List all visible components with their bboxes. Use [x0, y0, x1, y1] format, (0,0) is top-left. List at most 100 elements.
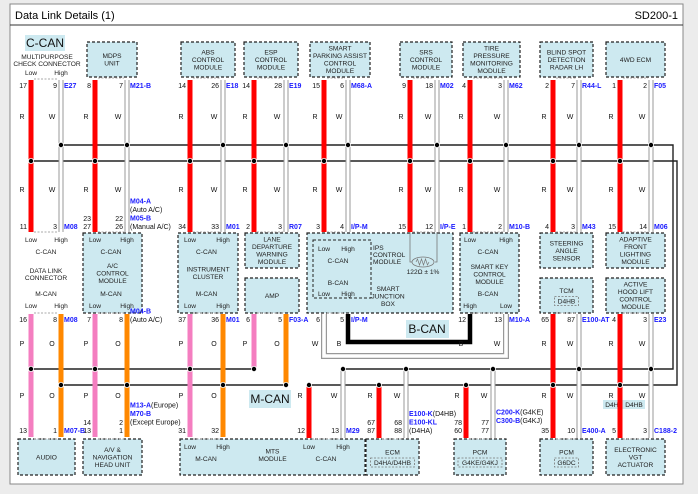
afls-label-line: ADAPTIVE — [619, 237, 652, 244]
splice-junction — [339, 365, 346, 372]
module-ecm — [365, 438, 420, 476]
wire-color-code: R — [608, 341, 613, 348]
ecm-variant-box — [370, 457, 415, 468]
skm-high-label: High — [499, 237, 513, 244]
ldws-label-line: MODULE — [258, 259, 287, 266]
dlc-label-line: CONNECTOR — [25, 275, 68, 282]
connector-id-line: F05 — [654, 83, 666, 90]
vgt-variant-tag-label: D4HB — [625, 402, 643, 409]
sjb-label-line: JUNCTION — [371, 294, 405, 301]
connector-id-line: E27 — [64, 83, 77, 90]
pin-number: 1 — [612, 83, 616, 90]
abs-label-line: MODULE — [194, 64, 223, 71]
skm-high-label: High — [463, 303, 477, 310]
connector-code: R44-L — [582, 83, 602, 90]
bsd-label-line: BLIND SPOT — [547, 49, 586, 56]
connector-note: (Manual A/C) — [130, 224, 171, 231]
wire-color-code: R — [178, 187, 183, 194]
dlc-high-label: High — [54, 237, 68, 244]
ldws-label-line: WARNING — [256, 252, 288, 259]
splice-junction — [124, 381, 131, 388]
tcm-variant-box — [554, 296, 579, 306]
splice-junction — [282, 381, 289, 388]
connector-code: M02 — [440, 83, 454, 90]
wire-color-code: W — [494, 341, 501, 348]
wire-color-code: R — [242, 187, 247, 194]
splice-junction — [282, 141, 289, 148]
wire-color-code: O — [274, 341, 280, 348]
wire-color-code: R — [312, 187, 317, 194]
connector-code: E100-KL — [409, 420, 438, 427]
wire-color-code: P — [84, 341, 89, 348]
srs-label-line: MODULE — [412, 64, 441, 71]
wire-color-code: R — [608, 393, 613, 400]
pin-number: 2 — [119, 420, 123, 427]
connector-note: (D4HB) — [433, 411, 456, 418]
connector-id-line: M02 — [440, 83, 454, 90]
connector-code: F05 — [654, 83, 666, 90]
splice-junction — [466, 157, 473, 164]
dlc-high-label: High — [54, 303, 68, 310]
connector-id-line: M07-B — [64, 428, 85, 435]
b-can-low-wire — [322, 314, 508, 358]
connector-id-line: E19 — [289, 83, 302, 90]
mdps-label-line: UNIT — [104, 61, 119, 68]
module-sas — [539, 232, 594, 269]
wire-color-code: W — [211, 114, 218, 121]
b-can-high-wire — [345, 314, 473, 345]
connector-id-line: (Except Europe) — [130, 420, 181, 427]
skm-low-label: Low — [464, 237, 476, 244]
module-pcm2 — [539, 438, 594, 476]
splice-junction — [250, 157, 257, 164]
vgt-label-line: ACTUATOR — [618, 462, 654, 469]
splice-junction — [186, 157, 193, 164]
resistor-value: 122Ω ± 1% — [407, 269, 440, 276]
pin-number: 13 — [83, 428, 91, 435]
ahls-label-line: HOOD LIFT — [618, 289, 653, 296]
ac-low-label: Low — [89, 237, 101, 244]
pin-number: 2 — [498, 224, 502, 231]
afls-label-line: LIGHTING — [620, 252, 651, 259]
connector-code: I/P-M — [351, 317, 368, 324]
pin-number: 68 — [394, 420, 402, 427]
wire-color-code: R — [608, 187, 613, 194]
splice-junction — [186, 365, 193, 372]
connector-id-line: M05-B — [130, 216, 151, 223]
pin-number: 11 — [20, 224, 27, 231]
tpms-label-line: MODULE — [477, 68, 506, 75]
ac-label-line: CONTROL — [96, 270, 129, 277]
skm-c-can-label: C-CAN — [478, 249, 499, 256]
pin-number: 6 — [246, 317, 250, 324]
module-ldws — [244, 232, 300, 269]
mts-c-can-label: C-CAN — [316, 456, 337, 463]
connector-id-line: F03-A — [289, 317, 308, 324]
wire-color-code: P — [84, 393, 89, 400]
pin-number: 2 — [545, 83, 549, 90]
mpcc-label-line: CHECK CONNECTOR — [13, 61, 81, 68]
connector-id-line: I/P-E — [440, 224, 456, 231]
m-can-label: M-CAN — [250, 392, 289, 406]
splice-junction — [617, 157, 624, 164]
pin-number: 2 — [643, 83, 647, 90]
awd-label-line: 4WD ECM — [620, 57, 651, 64]
connector-code: M05-B — [130, 216, 151, 223]
c-can-high-bus — [61, 144, 674, 370]
dlc-low-label: Low — [25, 303, 37, 310]
wire-color-code: W — [481, 393, 488, 400]
wire-color-code: W — [274, 187, 281, 194]
pin-number: 12 — [458, 317, 466, 324]
ips-label-line: CONTROL — [373, 252, 406, 259]
amp-label-line: AMP — [265, 293, 280, 300]
splice-junction — [648, 141, 655, 148]
ahls-label-line: CONTROL — [619, 297, 652, 304]
module-amp — [244, 277, 300, 314]
wire-color-code: R — [541, 114, 546, 121]
module-skm — [459, 232, 520, 314]
mpcc-high-label: High — [54, 70, 68, 77]
afls-label-line: MODULE — [621, 259, 650, 266]
page-title: Data Link Details (1) — [15, 10, 115, 22]
splice-junction — [92, 365, 99, 372]
connector-id-line: M08 — [64, 224, 78, 231]
b-can-label: B-CAN — [408, 322, 445, 336]
